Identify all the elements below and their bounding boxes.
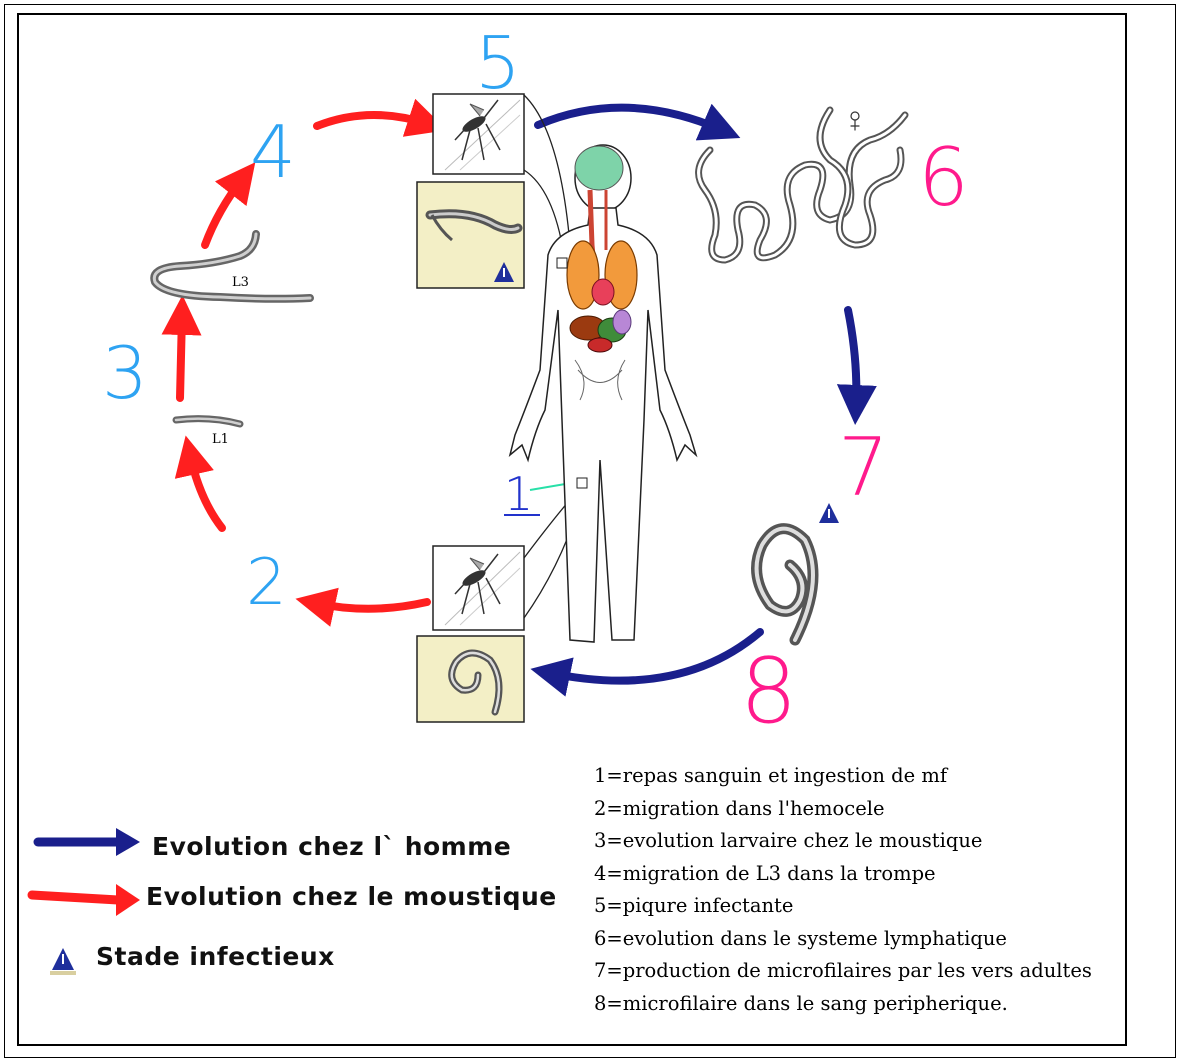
legend-infectious-label: Stade infectieux [96,942,335,971]
step-item: 6=evolution dans le systeme lymphatique [594,923,1114,956]
arrow-6-to-7 [848,310,856,405]
step-item: 1=repas sanguin et ingestion de mf [594,760,1114,793]
mosquito-box-bottom [433,546,524,630]
stage-number-1: 1 [504,467,533,521]
legend-mosquito-arrow [32,884,140,916]
step-item: 4=migration de L3 dans la trompe [594,858,1114,891]
larva-l3-label: L3 [232,275,249,290]
arrow-4-to-5b [317,115,428,126]
step-item: 8=microfilaire dans le sang peripherique… [594,988,1114,1021]
legend-mosquito-label: Evolution chez le moustique [146,882,557,911]
legend-human-label: Evolution chez l` homme [152,832,511,861]
mosquito-box-top [433,94,524,174]
arrow-4-to-5a [205,178,243,245]
steps-list: 1=repas sanguin et ingestion de mf 2=mig… [594,760,1114,1020]
legend-infectious-icon [50,948,76,975]
legend-infectious: Stade infectieux [96,942,335,971]
legend-mosquito: Evolution chez le moustique [146,882,557,911]
legend-human: Evolution chez l` homme [152,832,511,861]
stage-number-7: 7 [838,421,889,514]
arrow-5-to-6 [538,108,722,130]
stage-number-6: 6 [918,131,969,224]
step-item: 7=production de microfilaires par les ve… [594,955,1114,988]
stage-number-3: 3 [102,331,148,415]
step-item: 2=migration dans l'hemocele [594,793,1114,826]
arrow-1-to-2 [315,602,427,609]
arrow-3-to-4 [180,315,182,398]
human-body [510,145,696,642]
adult-worms [699,110,905,260]
step-item: 3=evolution larvaire chez le moustique [594,825,1114,858]
microfilaria-box-bottom [417,636,524,722]
infectious-marker [819,503,839,523]
arrow-2-to-3 [190,455,222,528]
stage-number-5: 5 [475,21,521,105]
legend-human-arrow [38,828,140,856]
larva-l1-label: L1 [212,432,229,447]
step-item: 5=piqure infectante [594,890,1114,923]
microfilaria [757,529,813,640]
stage-number-8: 8 [740,639,797,744]
stage-number-2: 2 [246,546,287,620]
stage-number-4: 4 [250,110,296,194]
larva-l1 [176,419,240,424]
